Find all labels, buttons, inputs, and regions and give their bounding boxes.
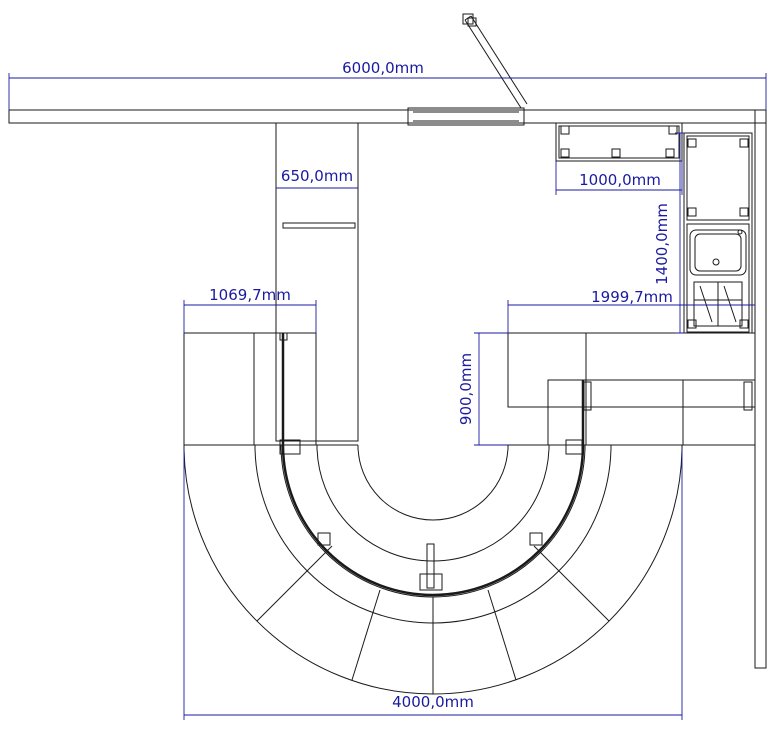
dimension-lines	[8, 73, 767, 720]
dim-counter-depth: 650,0mm	[281, 167, 353, 185]
sink	[689, 229, 747, 327]
right-arm-counter	[507, 332, 756, 408]
right-wall	[754, 109, 767, 669]
counter-edge	[281, 333, 585, 597]
top-cabinet	[555, 122, 683, 162]
dim-side-cabinet: 1400,0mm	[653, 203, 671, 285]
dim-left-arm: 1069,7mm	[209, 286, 291, 304]
window	[407, 107, 525, 126]
peninsula-cabinet	[275, 122, 359, 442]
dim-overall-width: 6000,0mm	[342, 59, 424, 77]
side-cabinet	[683, 132, 753, 334]
dim-top-cabinet: 1000,0mm	[579, 171, 661, 189]
dim-curve-width: 4000,0mm	[392, 693, 474, 711]
peninsula-shelf	[282, 222, 356, 229]
left-arm-counter	[183, 332, 317, 446]
top-wall	[8, 109, 767, 124]
dim-opening: 900,0mm	[457, 353, 475, 425]
door	[462, 13, 528, 109]
dim-right-arm: 1999,7mm	[591, 288, 673, 306]
